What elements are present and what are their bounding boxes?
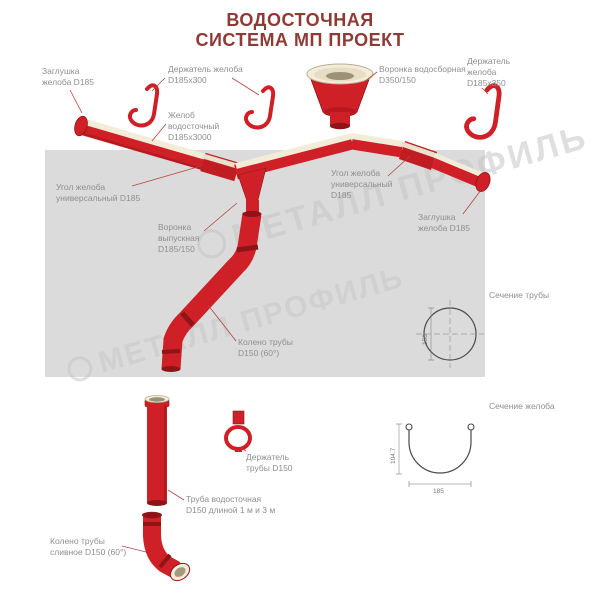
gutter-section-diagram: 104.7 185 <box>390 423 475 495</box>
label-gutter-hook-300: Держатель желоба D185х300 <box>168 64 243 85</box>
watermark-logo-icon <box>67 356 93 382</box>
watermark-logo-icon <box>197 229 227 259</box>
gutter-width-dimension: 185 <box>433 488 444 495</box>
leader-downpipe <box>167 489 185 501</box>
gutter-corner-right <box>398 141 438 170</box>
drain-elbow <box>142 511 191 582</box>
label-outlet-funnel: Воронка выпускная D185/150 <box>158 222 200 254</box>
leader-outlet-funnel <box>203 202 238 232</box>
gutter-end-cap-right <box>475 172 491 192</box>
gutter-run-left <box>74 115 209 171</box>
pipe-diameter-dimension: 150 <box>422 334 429 345</box>
gutter-hook-left-icon <box>127 83 160 128</box>
leader-collector-funnel <box>363 71 378 83</box>
leader-drain-elbow <box>121 545 147 553</box>
downpipe <box>144 395 170 506</box>
leader-gutter <box>151 123 167 142</box>
label-pipe-section: Сечение трубы <box>489 290 550 300</box>
label-downpipe: Труба водосточная D150 длиной 1 м и 3 м <box>186 494 276 515</box>
pipe-holder <box>224 410 252 452</box>
leader-hook-300-right <box>231 77 260 96</box>
gutter-height-dimension: 104.7 <box>390 447 397 464</box>
gutter-run-middle <box>234 133 354 180</box>
label-gutter: Желоб водосточный D185х3000 <box>168 110 220 142</box>
leader-corner-right <box>387 155 411 177</box>
label-gutter-hook-350: Держатель желоба D185х350 <box>467 56 511 88</box>
label-gutter-section: Сечение желоба <box>489 401 555 411</box>
page-title-line2: СИСТЕМА МП ПРОЕКТ <box>195 30 405 50</box>
leader-pipe-holder <box>239 446 247 452</box>
gutter-run-right-a <box>350 133 404 158</box>
leader-end-cap-left <box>69 89 83 114</box>
gutter-run-right-b <box>431 152 491 192</box>
gutter-hook-middle-icon <box>243 85 276 130</box>
pipe-section-diagram: 150 <box>416 300 484 368</box>
label-pipe-holder: Держатель трубы D150 <box>246 452 293 473</box>
background-band <box>45 150 485 377</box>
leader-lines <box>69 71 489 553</box>
leader-hook-300-left <box>151 77 166 92</box>
leader-hook-350 <box>481 87 489 95</box>
label-corner-right: Угол желоба универсальный D185 <box>331 168 393 200</box>
label-end-cap-left: Заглушка желоба D185 <box>42 66 94 87</box>
label-pipe-elbow: Колено трубы D150 (60°) <box>238 337 293 358</box>
leader-end-cap-right <box>462 189 482 215</box>
leader-corner-left <box>131 165 202 187</box>
gutter-hook-right-icon <box>464 83 502 140</box>
gutter-end-cap-left <box>74 115 88 137</box>
collector-funnel <box>306 63 374 130</box>
page-title-line1: ВОДОСТОЧНАЯ <box>226 10 374 30</box>
label-collector-funnel: Воронка водосборная D350/150 <box>379 64 466 85</box>
leader-elbow <box>207 304 237 342</box>
label-end-cap-right: Заглушка желоба D185 <box>418 212 470 233</box>
gutter-corner-left <box>200 152 240 182</box>
label-corner-left: Угол желоба универсальный D185 <box>56 182 141 203</box>
label-drain-elbow: Колено трубы сливное D150 (60°) <box>50 536 127 557</box>
pipe-elbow-upper <box>161 211 262 372</box>
